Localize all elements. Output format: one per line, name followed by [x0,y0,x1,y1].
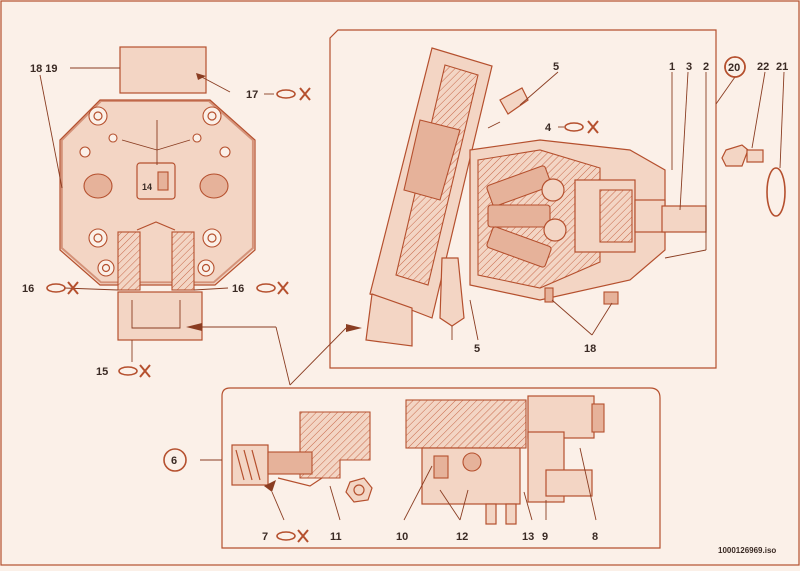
pump-section-view [289,47,707,386]
seal-ring-crossed-icon [256,281,289,295]
drive-shaft [661,205,707,233]
callout-6: 6 [171,455,177,467]
callout-1: 1 [669,61,675,73]
callout-20: 20 [728,62,740,74]
o-ring-21 [766,167,786,217]
pump-front-view [39,46,256,362]
callout-11: 11 [330,531,342,543]
piston-upper [486,165,552,207]
piston-lower [486,226,552,268]
seal-ring-crossed-icon [264,87,311,101]
callout-22: 22 [757,61,769,73]
lower-port-left [117,231,141,291]
callout-18: 18 [584,343,596,355]
callout-21: 21 [776,61,788,73]
callout-5-lower: 5 [474,343,480,355]
plug-8 [545,469,593,497]
nut-11 [345,477,373,503]
callout-13: 13 [522,531,534,543]
center-plug-14 [136,162,176,200]
seal-ring-crossed-icon [558,120,599,134]
valve-block-top [405,399,527,449]
callout-circle-6 [163,448,187,472]
callout-16-right: 16 [232,283,244,295]
bolt-22-head [721,144,749,167]
callout-circle-20 [724,56,746,78]
loose-parts [715,56,786,217]
seal-ring-crossed-icon [46,281,79,295]
bolt-22-shank [746,149,764,163]
piston-middle [487,204,551,228]
callout-17: 17 [246,89,258,101]
right-port [199,173,229,199]
bottom-flange-cover [117,291,203,341]
callout-18-19: 18 19 [30,63,58,75]
callout-7: 7 [262,531,268,543]
callout-15: 15 [96,366,108,378]
callout-10: 10 [396,531,408,543]
drawing-id: 1000126969.iso [718,546,776,555]
valve-body-6 [299,411,371,479]
seal-ring-crossed-icon [276,529,309,543]
callout-4: 4 [545,122,552,134]
callout-3: 3 [686,61,692,73]
callout-12: 12 [456,531,468,543]
spring-housing [231,444,269,486]
housing-bolt-holes [79,106,231,277]
fitting-5-upper [499,87,529,115]
callout-16-left: 16 [22,283,34,295]
callout-9: 9 [542,531,548,543]
callout-8: 8 [592,531,598,543]
control-valve-assembly-left [186,323,373,521]
callout-2: 2 [703,61,709,73]
left-port [83,173,113,199]
lower-port-right [171,231,195,291]
callout-5-upper: 5 [553,61,559,73]
top-flange-cover [119,46,207,94]
screw-12 [485,503,497,525]
callout-14: 14 [142,182,152,192]
control-valve-assembly-right [403,395,605,525]
screw-13 [505,503,517,525]
fitting-5-lower [439,257,465,327]
seal-ring-crossed-icon [118,364,151,378]
